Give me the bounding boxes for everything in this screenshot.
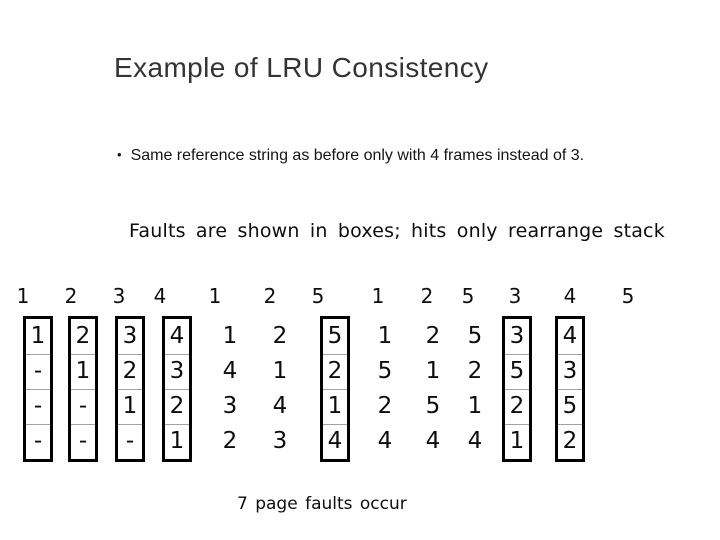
stack-cell: 3 bbox=[222, 393, 238, 419]
stack-cell: 3 bbox=[509, 323, 525, 349]
stack-cell: 2 bbox=[222, 428, 238, 454]
reference-number: 3 bbox=[112, 284, 126, 308]
stack-cell: 1 bbox=[377, 323, 393, 349]
stack-cell: 2 bbox=[272, 323, 288, 349]
slide-title: Example of LRU Consistency bbox=[114, 52, 489, 83]
stack-column-hit: 5 2 1 4 bbox=[460, 319, 490, 459]
reference-number: 2 bbox=[420, 284, 434, 308]
stack-cell: 1 bbox=[222, 323, 238, 349]
stack-cell: 2 bbox=[165, 389, 189, 424]
stack-cell: 3 bbox=[558, 354, 582, 389]
stack-cell: 4 bbox=[377, 428, 393, 454]
stack-column-hit: 2 1 4 3 bbox=[265, 319, 295, 459]
stack-cell: 1 bbox=[272, 358, 288, 384]
stack-cell: 2 bbox=[75, 323, 91, 349]
stack-cell: 2 bbox=[505, 389, 529, 424]
stack-cell: 2 bbox=[377, 393, 393, 419]
reference-number: 1 bbox=[16, 284, 30, 308]
stack-cell: - bbox=[71, 389, 95, 424]
reference-number: 2 bbox=[64, 284, 78, 308]
stack-cell: 4 bbox=[272, 393, 288, 419]
bullet-icon: • bbox=[117, 147, 122, 162]
stack-cell: 4 bbox=[222, 358, 238, 384]
stack-cell: 2 bbox=[425, 323, 441, 349]
stack-cell: 1 bbox=[505, 424, 529, 459]
reference-number: 1 bbox=[371, 284, 385, 308]
stack-cell: 3 bbox=[165, 354, 189, 389]
stack-cell: 5 bbox=[327, 323, 343, 349]
stack-column-hit: 1 4 3 2 bbox=[215, 319, 245, 459]
stack-cell: - bbox=[26, 354, 50, 389]
bullet-text: Same reference string as before only wit… bbox=[130, 147, 585, 164]
page-faults-summary: 7 page faults occur bbox=[237, 494, 407, 514]
stack-cell: 1 bbox=[71, 354, 95, 389]
stack-cell: 5 bbox=[425, 393, 441, 419]
stack-cell: 1 bbox=[118, 389, 142, 424]
stack-cell: 1 bbox=[323, 389, 347, 424]
stack-cell: - bbox=[118, 424, 142, 459]
reference-number: 5 bbox=[311, 284, 325, 308]
stack-cell: 5 bbox=[505, 354, 529, 389]
stack-cell: 4 bbox=[169, 323, 185, 349]
stack-cell: - bbox=[26, 424, 50, 459]
reference-number: 3 bbox=[508, 284, 522, 308]
stack-cell: 3 bbox=[122, 323, 138, 349]
stack-cell: 1 bbox=[425, 358, 441, 384]
bullet-line: • Same reference string as before only wi… bbox=[117, 147, 584, 165]
reference-number: 4 bbox=[153, 284, 167, 308]
stack-cell: 5 bbox=[377, 358, 393, 384]
stack-cell: 4 bbox=[467, 428, 483, 454]
stack-cell: 4 bbox=[323, 424, 347, 459]
stack-cell: 1 bbox=[30, 323, 46, 349]
stack-cell: 2 bbox=[323, 354, 347, 389]
stack-cell: 5 bbox=[467, 323, 483, 349]
reference-number: 5 bbox=[461, 284, 475, 308]
stack-cell: 1 bbox=[165, 424, 189, 459]
stack-cell: 1 bbox=[467, 393, 483, 419]
stack-cell: 2 bbox=[118, 354, 142, 389]
reference-number: 5 bbox=[621, 284, 635, 308]
stack-cell: 3 bbox=[272, 428, 288, 454]
stack-column-hit: 2 1 5 4 bbox=[418, 319, 448, 459]
stack-cell: 4 bbox=[425, 428, 441, 454]
reference-number: 1 bbox=[208, 284, 222, 308]
reference-number: 4 bbox=[563, 284, 577, 308]
stack-cell: 2 bbox=[467, 358, 483, 384]
stack-cell: - bbox=[71, 424, 95, 459]
stack-cell: 5 bbox=[558, 389, 582, 424]
stack-column-fault: 1--- bbox=[23, 316, 53, 462]
stack-cell: 4 bbox=[562, 323, 578, 349]
faults-note: Faults are shown in boxes; hits only rea… bbox=[129, 220, 665, 242]
stack-cell: - bbox=[26, 389, 50, 424]
reference-number: 2 bbox=[263, 284, 277, 308]
stack-cell: 2 bbox=[558, 424, 582, 459]
